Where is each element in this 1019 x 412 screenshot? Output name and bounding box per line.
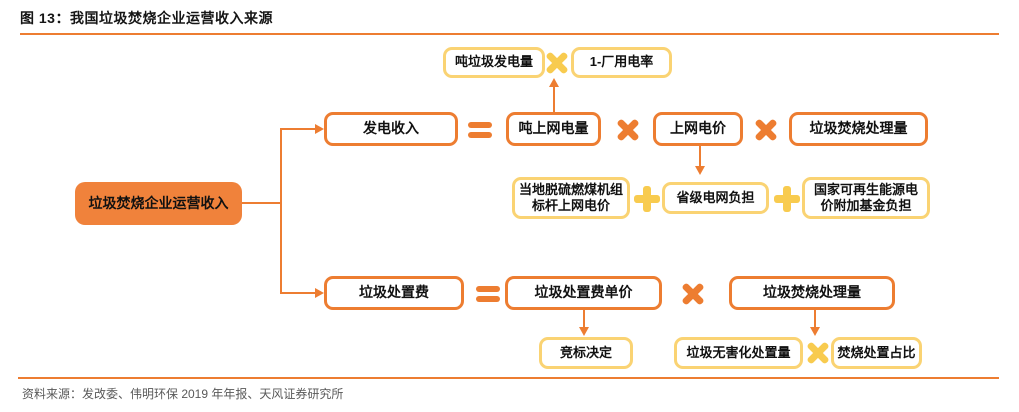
connector-down-volume <box>814 310 816 328</box>
connector-root-horizontal <box>242 202 281 204</box>
multiply-icon <box>616 118 640 142</box>
node-provincial-grid-burden: 省级电网负担 <box>662 182 769 214</box>
node-disposal-fee: 垃圾处置费 <box>324 276 464 310</box>
connector-root-vertical <box>280 128 282 294</box>
multiply-icon <box>754 118 778 142</box>
node-benchmark-price: 当地脱硫燃煤机组标杆上网电价 <box>512 177 630 219</box>
source-note: 资料来源：发改委、伟明环保 2019 年年报、天风证券研究所 <box>22 387 344 401</box>
arrowhead-to-power-income <box>315 124 324 134</box>
node-plant-use-rate: 1-厂用电率 <box>571 47 672 78</box>
plus-icon <box>635 187 659 211</box>
connector-down-unit-price <box>583 310 585 328</box>
plus-icon <box>775 187 799 211</box>
connector-branch-bottom <box>280 292 316 294</box>
node-incineration-volume-bottom: 垃圾焚烧处理量 <box>729 276 895 310</box>
node-grid-price: 上网电价 <box>653 112 743 146</box>
node-incineration-volume-top: 垃圾焚烧处理量 <box>789 112 928 146</box>
node-root-revenue: 垃圾焚烧企业运营收入 <box>75 182 242 225</box>
title-divider <box>20 33 999 35</box>
node-harmless-disposal-volume: 垃圾无害化处置量 <box>674 337 803 369</box>
node-renewable-fund-burden: 国家可再生能源电价附加基金负担 <box>802 177 930 219</box>
node-power-income: 发电收入 <box>324 112 458 146</box>
node-ton-waste-power: 吨垃圾发电量 <box>443 47 545 78</box>
connector-branch-top <box>280 128 316 130</box>
node-incineration-share: 焚烧处置占比 <box>831 337 922 369</box>
node-disposal-unit-price: 垃圾处置费单价 <box>505 276 662 310</box>
equals-icon <box>468 121 492 139</box>
node-bidding-decision: 竞标决定 <box>539 337 633 369</box>
arrowhead-up-ton-grid <box>549 78 559 87</box>
arrowhead-down-grid-price <box>695 166 705 175</box>
figure-title: 图 13：我国垃圾焚烧企业运营收入来源 <box>20 10 273 26</box>
equals-icon <box>476 285 500 303</box>
footer-divider <box>18 377 999 379</box>
multiply-icon <box>806 341 830 365</box>
arrowhead-to-disposal-fee <box>315 288 324 298</box>
connector-up-ton-grid <box>553 86 555 112</box>
arrowhead-down-volume <box>810 327 820 336</box>
multiply-icon <box>545 51 569 75</box>
node-ton-grid-electricity: 吨上网电量 <box>506 112 601 146</box>
connector-down-grid-price <box>699 146 701 167</box>
arrowhead-down-unit-price <box>579 327 589 336</box>
multiply-icon <box>681 282 705 306</box>
